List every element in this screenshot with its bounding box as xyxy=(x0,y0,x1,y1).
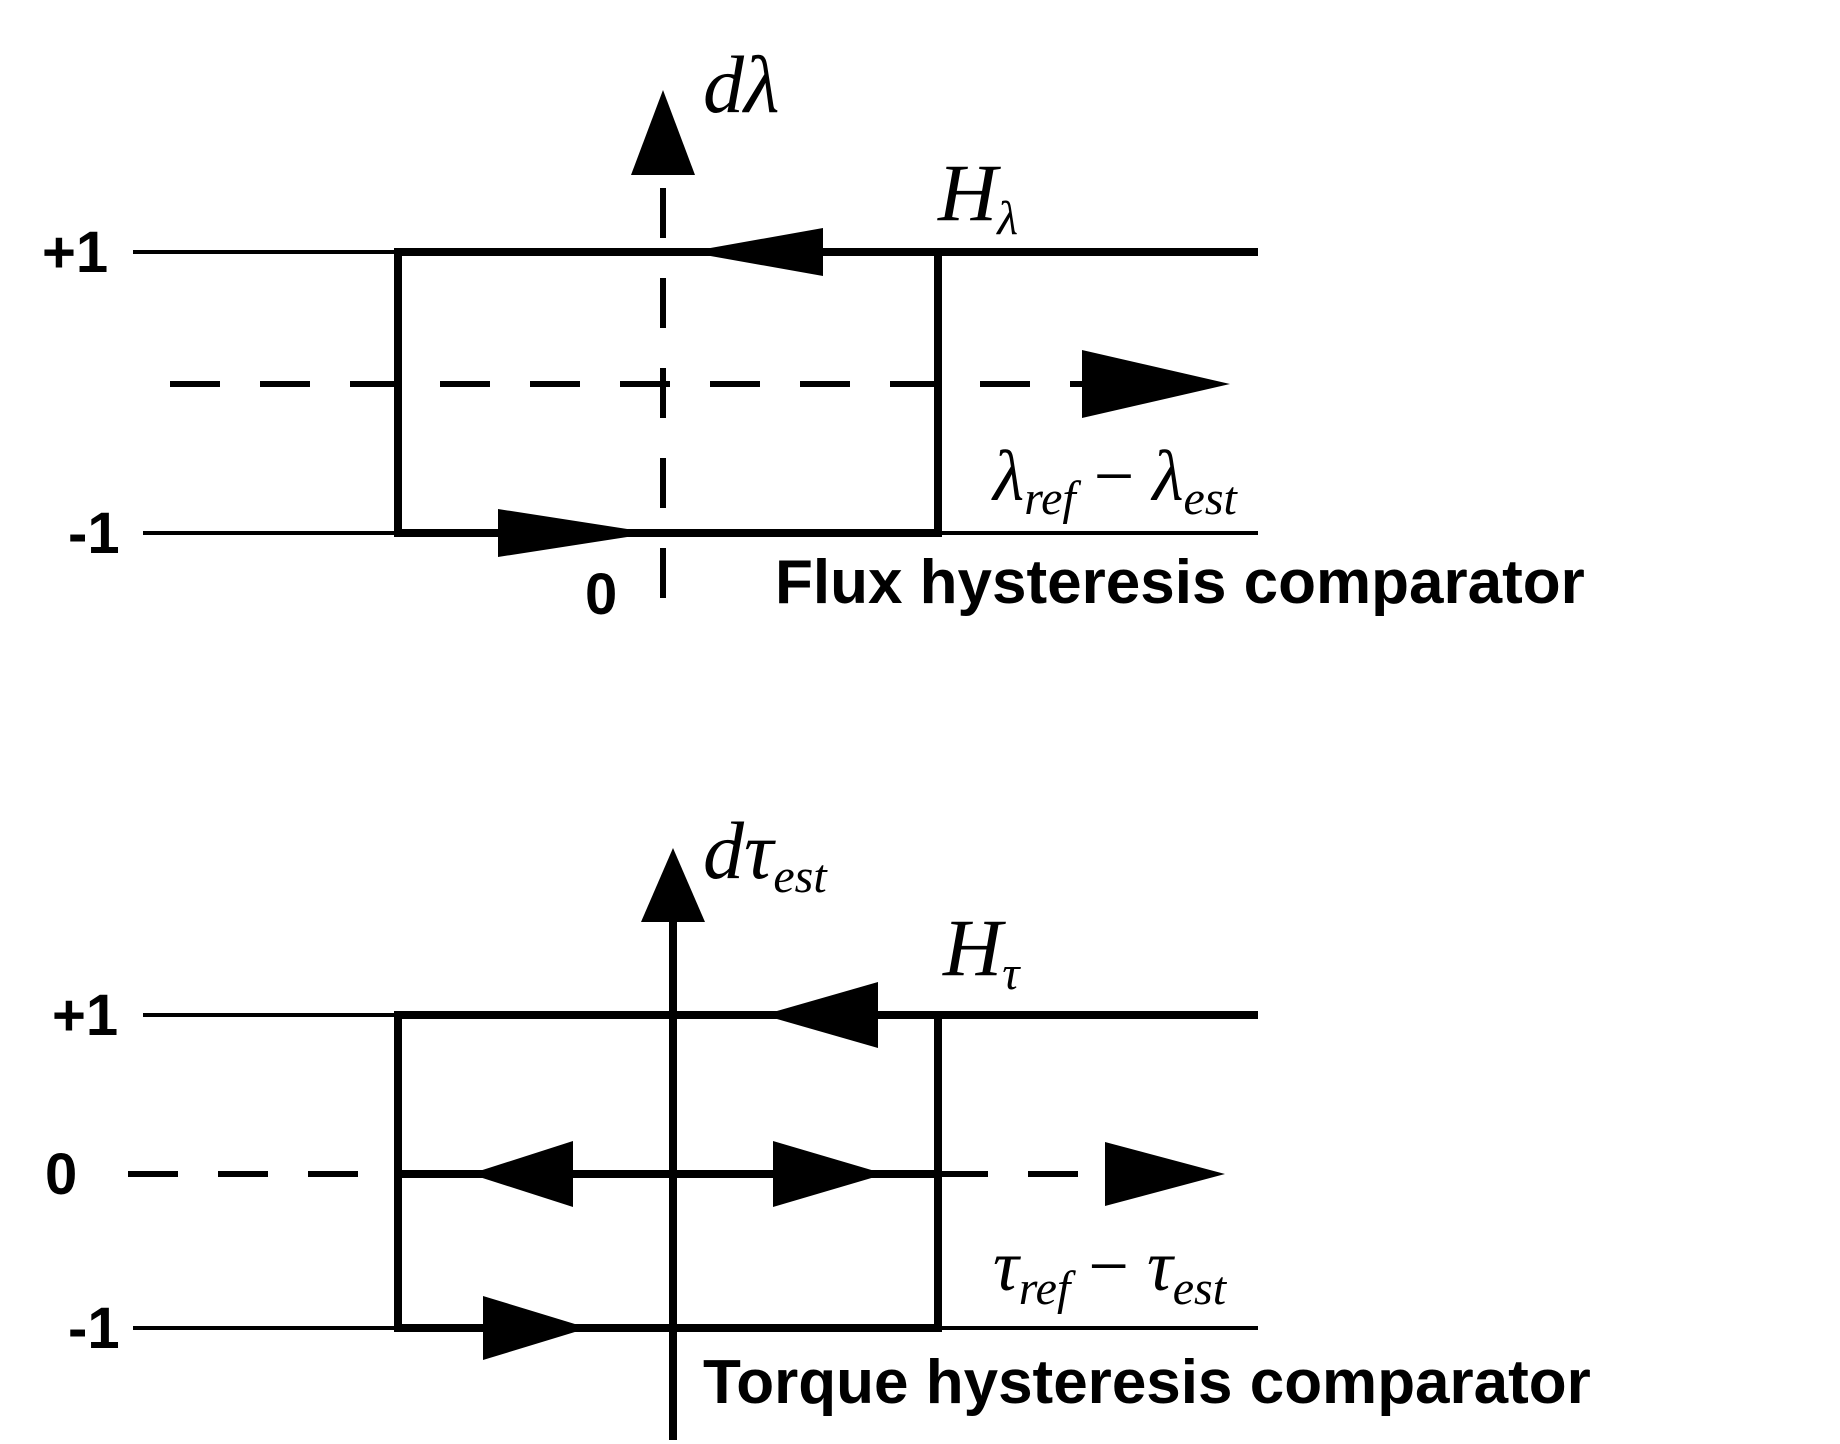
torque-hysteresis-band-symbol: H xyxy=(942,902,1006,993)
torque-caption: Torque hysteresis comparator xyxy=(703,1348,1591,1417)
torque-lower-direction-arrow xyxy=(483,1296,588,1360)
flux-x-axis-lhs: λ xyxy=(991,436,1024,516)
torque-zero-right-arrow xyxy=(773,1141,885,1207)
flux-caption: Flux hysteresis comparator xyxy=(775,548,1585,617)
flux-y-axis-arrowhead xyxy=(631,90,695,175)
torque-y-axis-label-base: dτ xyxy=(703,805,776,896)
torque-level-minus-one: -1 xyxy=(68,1296,120,1361)
torque-comparator: +1 0 -1 dτest Hτ τref−τest Torque hyster… xyxy=(45,805,1591,1440)
torque-hysteresis-band-label: Hτ xyxy=(942,902,1021,1000)
flux-x-axis-rhs: λ xyxy=(1150,436,1183,516)
flux-level-plus-one: +1 xyxy=(42,220,108,285)
torque-x-axis-label: τref−τest xyxy=(993,1226,1228,1315)
torque-hysteresis-band-subscript: τ xyxy=(1002,947,1021,1000)
torque-zero-left-arrow xyxy=(470,1141,573,1207)
torque-hysteresis-loop xyxy=(394,1011,1258,1332)
flux-lower-direction-arrow xyxy=(498,509,653,557)
torque-y-axis-label-sub: est xyxy=(773,850,828,903)
torque-x-axis-arrowhead xyxy=(1105,1142,1225,1206)
torque-x-axis-rhs-sub: est xyxy=(1173,1262,1228,1315)
torque-level-plus-one: +1 xyxy=(52,983,118,1048)
flux-hysteresis-loop xyxy=(394,248,1258,537)
torque-x-axis-rhs: τ xyxy=(1147,1226,1175,1306)
flux-upper-direction-arrow xyxy=(688,228,823,276)
flux-hysteresis-band-subscript: λ xyxy=(995,192,1018,245)
flux-x-axis-rhs-sub: est xyxy=(1184,472,1239,525)
flux-level-minus-one: -1 xyxy=(68,501,120,566)
flux-x-axis-label: λref−λest xyxy=(991,436,1239,525)
torque-x-axis-lhs-sub: ref xyxy=(1019,1262,1076,1315)
flux-x-axis-lhs-sub: ref xyxy=(1024,472,1081,525)
flux-y-axis-label: dλ xyxy=(703,39,780,130)
flux-hysteresis-band-label: Hλ xyxy=(937,147,1018,245)
flux-x-axis-operator: − xyxy=(1094,436,1135,516)
flux-x-axis-arrowhead xyxy=(1082,350,1230,418)
torque-y-axis-label: dτest xyxy=(703,805,828,903)
torque-y-axis-arrowhead xyxy=(641,848,705,922)
torque-upper-direction-arrow xyxy=(763,982,878,1048)
flux-hysteresis-band-symbol: H xyxy=(937,147,1001,238)
torque-level-zero: 0 xyxy=(45,1142,77,1207)
flux-comparator: +1 -1 0 dλ Hλ λref−λest Flux hysteresis … xyxy=(42,39,1585,627)
flux-origin-label: 0 xyxy=(585,562,617,627)
torque-x-axis-lhs: τ xyxy=(993,1226,1021,1306)
torque-x-axis-operator: − xyxy=(1088,1226,1129,1306)
